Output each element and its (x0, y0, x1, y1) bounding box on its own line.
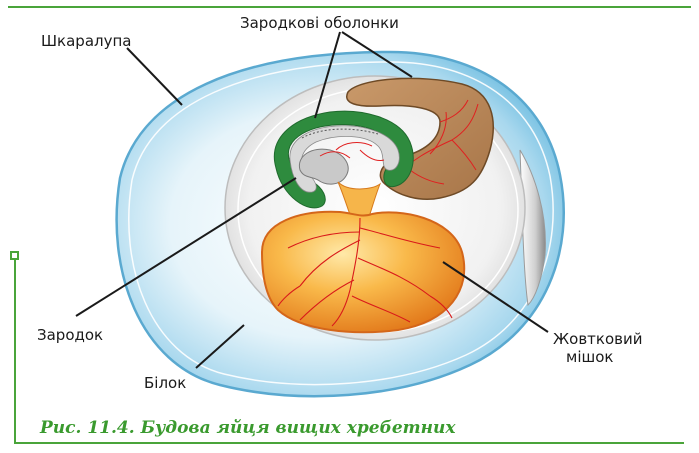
label-shell: Шкаралупа (41, 32, 131, 50)
label-membranes: Зародкові оболонки (240, 14, 399, 32)
leader-shell (127, 48, 182, 105)
label-yolk-sac-line2: мішок (566, 348, 613, 366)
label-embryo: Зародок (37, 326, 103, 344)
label-yolk-sac-line1: Жовтковий (553, 330, 643, 348)
label-albumen: Білок (144, 374, 186, 392)
yolk-sac (262, 212, 464, 332)
figure-caption: Рис. 11.4. Будова яйця вищих хребетних (40, 418, 456, 438)
